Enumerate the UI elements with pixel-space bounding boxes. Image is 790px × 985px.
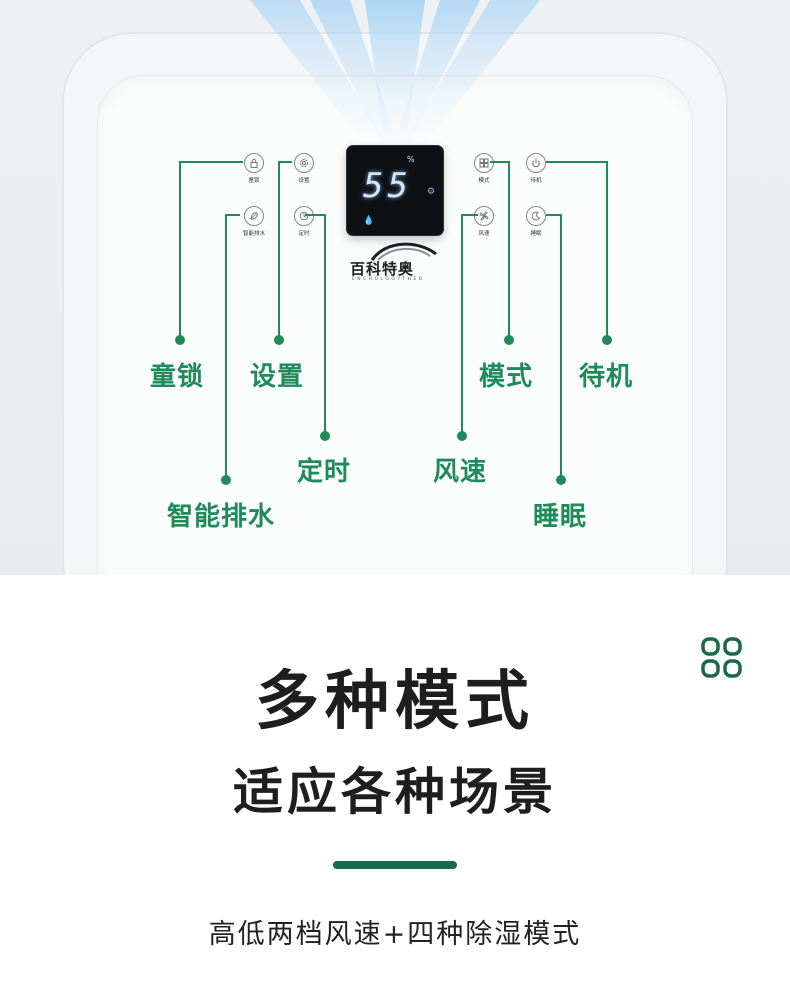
callout-smart-drain: 智能排水	[167, 502, 276, 532]
mode-button[interactable]: 模式	[458, 153, 510, 184]
callout-connectors	[175, 161, 612, 485]
callout-setting: 设置	[250, 362, 305, 392]
standby-label: 待机	[530, 178, 542, 184]
standby-button[interactable]: 待机	[510, 153, 562, 184]
brand-name: 百科特奥	[350, 260, 415, 278]
smart-drain-button[interactable]: 智能排水	[228, 206, 280, 237]
callout-sleep: 睡眠	[533, 502, 588, 532]
headline-primary: 多种模式	[255, 665, 535, 739]
divider-bar	[333, 861, 457, 869]
humidity-display: % 55 ⚙ 💧	[347, 146, 443, 235]
lock-icon	[244, 153, 264, 173]
mode-grid-icon	[474, 153, 494, 173]
drain-leaf-icon	[244, 206, 264, 226]
callout-mode: 模式	[479, 362, 534, 392]
power-icon	[526, 153, 546, 173]
water-drop-icon: 💧	[363, 216, 375, 226]
setting-label: 设置	[298, 178, 310, 184]
smart-drain-label: 智能排水	[242, 231, 265, 237]
callout-fan-speed: 风速	[433, 457, 488, 487]
callout-standby: 待机	[579, 362, 634, 392]
moon-icon	[526, 206, 546, 226]
callout-child-lock: 童锁	[150, 362, 205, 392]
sleep-button[interactable]: 睡眠	[510, 206, 562, 237]
callout-timer: 定时	[297, 457, 352, 487]
setting-button[interactable]: 设置	[278, 153, 330, 184]
headline-secondary: 适应各种场景	[233, 763, 557, 821]
fan-speed-label: 风速	[478, 231, 490, 237]
humidity-reading: 55	[363, 166, 412, 206]
airflow-rays	[250, 0, 540, 150]
sleep-label: 睡眠	[530, 231, 542, 237]
mode-label: 模式	[478, 178, 490, 184]
feature-subline: 高低两档风速+四种除湿模式	[208, 919, 582, 950]
brand-logo: 百科特奥 E N C H O L O G Y T H E O	[346, 238, 444, 294]
brand-subtitle: E N C H O L O G Y T H E O	[352, 277, 423, 282]
grid-four-icon	[701, 637, 742, 678]
fan-indicator-icon: ⚙	[427, 187, 436, 197]
product-photo: % 55 ⚙ 💧 百科特奥 E N C H O L O G Y T H E O …	[0, 0, 790, 575]
gear-icon	[294, 153, 314, 173]
timer-label: 定时	[298, 231, 310, 237]
percent-unit: %	[407, 155, 415, 164]
child-lock-label: 童锁	[248, 178, 260, 184]
brand-swoosh-icon	[370, 242, 437, 261]
child-lock-button[interactable]: 童锁	[228, 153, 280, 184]
